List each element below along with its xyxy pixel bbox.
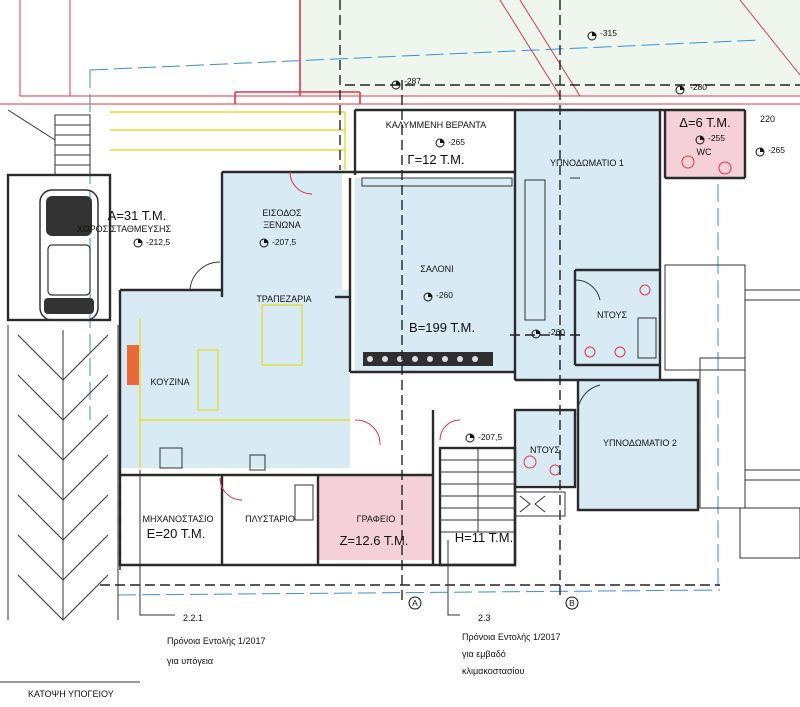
level-marker-icon bbox=[423, 292, 433, 302]
level-265-verandah: -265 bbox=[448, 137, 465, 147]
room-label-wc: WC bbox=[697, 147, 712, 157]
room-label-guest-entrance-1: ΕΙΣΟΔΟΣ bbox=[262, 208, 302, 218]
level-marker-icon bbox=[675, 85, 685, 95]
note2-line2: για εμβαδό bbox=[462, 649, 506, 659]
room-label-office: ΓΡΑΦΕΙΟ bbox=[357, 514, 396, 524]
room-label-bedroom1: ΥΠΝΟΔΩΜΑΤΙΟ 1 bbox=[550, 158, 624, 168]
level-260-hall: -260 bbox=[548, 327, 565, 337]
area-label-D: Δ=6 Τ.Μ. bbox=[679, 115, 730, 130]
level-marker-icon bbox=[435, 138, 445, 148]
plan-title-block: ΚΑΤΟΨΗ ΥΠΟΓΕΙΟΥ bbox=[0, 681, 140, 699]
area-label-H: Η=11 Τ.Μ. bbox=[455, 530, 513, 545]
level-260-living: -260 bbox=[436, 290, 453, 300]
furniture bbox=[110, 111, 732, 521]
parking-area bbox=[6, 109, 119, 621]
area-label-G: Γ=12 Τ.Μ. bbox=[407, 152, 464, 167]
room-fills bbox=[120, 110, 745, 560]
bathtub-icon bbox=[637, 317, 657, 359]
notes: 2.2.1 Πρόνοια Εντολής 1/2017 για υπόγεια… bbox=[139, 470, 560, 676]
level-markers: -315 -287 -280 -265 -255 220 -265 -212,5… bbox=[133, 28, 785, 443]
level-207-5-stair: -207,5 bbox=[478, 432, 502, 442]
note2-line1: Πρόνοια Εντολής 1/2017 bbox=[462, 632, 560, 642]
level-marker-icon bbox=[587, 31, 597, 41]
level-287: -287 bbox=[404, 76, 421, 86]
room-label-kitchen: ΚΟΥΖΙΝΑ bbox=[151, 377, 190, 387]
room-label-guest-entrance-2: ΞΕΝΩΝΑ bbox=[263, 220, 301, 230]
grid-lines bbox=[100, 0, 800, 600]
section-marker-label: Α bbox=[412, 598, 418, 608]
stove-icon bbox=[127, 345, 139, 385]
room-label-shower-2: ΝΤΟΥΣ bbox=[530, 445, 561, 455]
level-280: -280 bbox=[690, 82, 707, 92]
room-label-laundry: ΠΛΥΣΤΑΡΙΟ bbox=[245, 514, 295, 524]
room-label-dining: ΤΡΑΠΕΖΑΡΙΑ bbox=[256, 294, 311, 304]
note1-number: 2.2.1 bbox=[183, 613, 203, 623]
axis-marker-label: Β bbox=[569, 598, 575, 608]
level-212-5: -212,5 bbox=[146, 237, 170, 247]
building-walls bbox=[118, 108, 800, 567]
level-marker-icon bbox=[695, 135, 705, 145]
level-marker-icon bbox=[133, 238, 143, 248]
level-207-5-guest: -207,5 bbox=[272, 237, 296, 247]
area-label-B: Β=199 Τ.Μ. bbox=[409, 320, 475, 335]
level-marker-icon bbox=[259, 238, 269, 248]
note1-line2: για υπόγεια bbox=[167, 656, 213, 666]
area-label-Z: Ζ=12.6 Τ.Μ. bbox=[340, 533, 409, 548]
level-255: -255 bbox=[708, 133, 725, 143]
site-boundaries bbox=[0, 0, 800, 596]
level-marker-icon bbox=[531, 329, 541, 339]
room-label-living: ΣΑΛΟΝΙ bbox=[420, 264, 453, 274]
car-icon bbox=[39, 189, 99, 321]
room-label-mechanical: ΜΗΧΑΝΟΣΤΑΣΙΟ bbox=[143, 514, 214, 524]
plan-title: ΚΑΤΟΨΗ ΥΠΟΓΕΙΟΥ bbox=[28, 689, 114, 699]
level-marker-icon bbox=[465, 433, 475, 443]
room-labels: ΚΑΛΥΜΜΕΝΗ ΒΕΡΑΝΤΑ Γ=12 Τ.Μ. ΥΠΝΟΔΩΜΑΤΙΟ … bbox=[77, 115, 731, 548]
section-marker-icon bbox=[408, 596, 422, 610]
room-label-verandah: ΚΑΛΥΜΜΕΝΗ ΒΕΡΑΝΤΑ bbox=[386, 120, 487, 130]
level-220: 220 bbox=[760, 114, 775, 124]
area-label-E: Ε=20 Τ.Μ. bbox=[147, 526, 206, 541]
level-marker-icon bbox=[755, 147, 765, 157]
level-marker-icon bbox=[391, 80, 401, 90]
note2-number: 2.3 bbox=[478, 613, 491, 623]
room-label-bedroom2: ΥΠΝΟΔΩΜΑΤΙΟ 2 bbox=[603, 438, 677, 448]
note1-line1: Πρόνοια Εντολής 1/2017 bbox=[167, 636, 265, 646]
note2-line3: κλιμακοστασίου bbox=[462, 666, 525, 676]
section-markers: Α Β bbox=[408, 491, 579, 610]
axis-marker-icon bbox=[565, 596, 579, 610]
level-315: -315 bbox=[600, 28, 617, 38]
room-label-parking: ΧΩΡΟΣ ΣΤΑΘΜΕΥΣΗΣ bbox=[77, 224, 172, 234]
doors bbox=[189, 171, 601, 501]
area-label-A: Α=31 Τ.Μ. bbox=[108, 208, 167, 223]
level-265-right: -265 bbox=[768, 145, 785, 155]
room-label-shower-1: ΝΤΟΥΣ bbox=[597, 310, 628, 320]
